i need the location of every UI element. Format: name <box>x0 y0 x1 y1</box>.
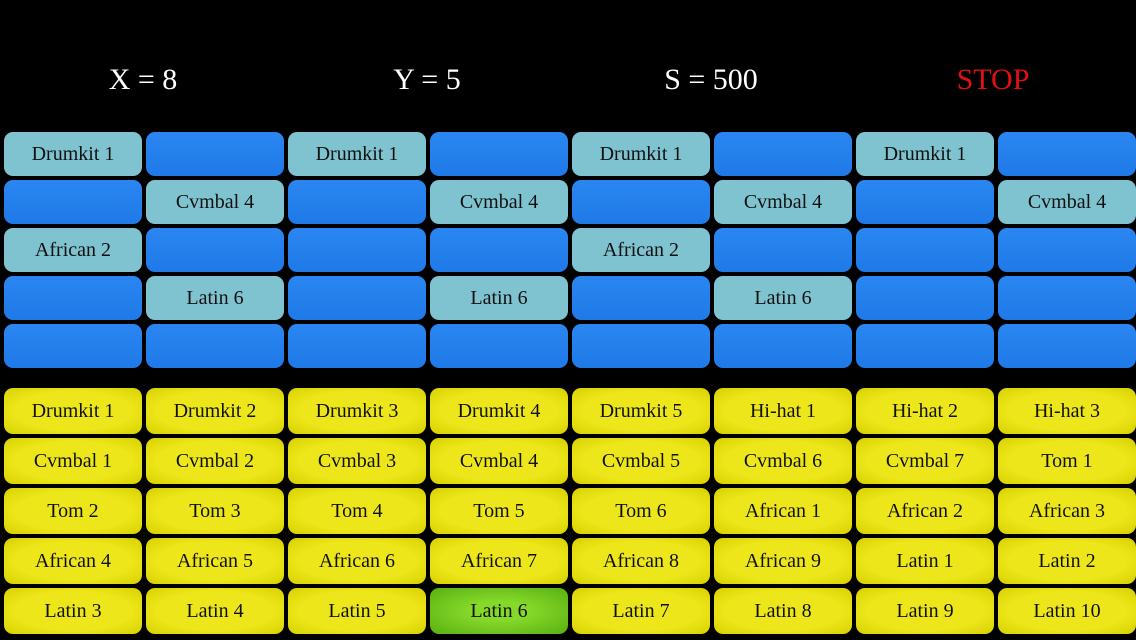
sound-pad[interactable]: African 1 <box>714 488 852 534</box>
y-value-label: Y = 5 <box>393 63 461 96</box>
sequencer-cell[interactable] <box>714 132 852 176</box>
sequencer-cell[interactable]: Drumkit 1 <box>572 132 710 176</box>
sound-pad[interactable]: Latin 9 <box>856 588 994 634</box>
sound-pad[interactable]: Latin 2 <box>998 538 1136 584</box>
sound-pad[interactable]: Cvmbal 1 <box>4 438 142 484</box>
sequencer-cell[interactable]: Cvmbal 4 <box>146 180 284 224</box>
sequencer-cell[interactable] <box>4 324 142 368</box>
sound-pad[interactable]: African 4 <box>4 538 142 584</box>
sound-pad[interactable]: African 6 <box>288 538 426 584</box>
sound-pad[interactable]: Latin 8 <box>714 588 852 634</box>
sequencer-cell[interactable] <box>146 132 284 176</box>
sequencer-cell[interactable]: Latin 6 <box>430 276 568 320</box>
sequencer-cell[interactable] <box>288 324 426 368</box>
sequencer-cell[interactable]: Latin 6 <box>146 276 284 320</box>
sound-pad[interactable]: Drumkit 3 <box>288 388 426 434</box>
sound-pad[interactable]: Tom 6 <box>572 488 710 534</box>
sequencer-cell[interactable] <box>714 228 852 272</box>
sound-pad[interactable]: Cvmbal 3 <box>288 438 426 484</box>
sequencer-cell[interactable] <box>146 228 284 272</box>
sequencer-cell[interactable] <box>714 324 852 368</box>
stop-button[interactable]: STOP <box>956 63 1030 96</box>
sound-pad[interactable]: Hi-hat 1 <box>714 388 852 434</box>
sound-pad[interactable]: African 9 <box>714 538 852 584</box>
sound-pad[interactable]: Drumkit 1 <box>4 388 142 434</box>
sound-pad[interactable]: African 3 <box>998 488 1136 534</box>
sequencer-cell[interactable] <box>998 228 1136 272</box>
sound-pad[interactable]: Latin 3 <box>4 588 142 634</box>
sequencer-cell[interactable]: Cvmbal 4 <box>430 180 568 224</box>
sequencer-cell[interactable] <box>288 228 426 272</box>
sound-pad[interactable]: Hi-hat 3 <box>998 388 1136 434</box>
sequencer-cell[interactable] <box>4 180 142 224</box>
sequencer-cell[interactable] <box>856 276 994 320</box>
sound-pad[interactable]: African 2 <box>856 488 994 534</box>
sound-pad[interactable]: Tom 4 <box>288 488 426 534</box>
sound-pad[interactable]: Cvmbal 7 <box>856 438 994 484</box>
sequencer-cell[interactable] <box>572 276 710 320</box>
sound-pad[interactable]: Latin 7 <box>572 588 710 634</box>
sound-pad[interactable]: Latin 5 <box>288 588 426 634</box>
sound-pad[interactable]: Drumkit 4 <box>430 388 568 434</box>
sequencer-cell[interactable] <box>146 324 284 368</box>
sequencer-cell[interactable]: Cvmbal 4 <box>998 180 1136 224</box>
sound-pad[interactable]: Cvmbal 2 <box>146 438 284 484</box>
sequencer-cell[interactable]: Drumkit 1 <box>856 132 994 176</box>
sound-pad[interactable]: Cvmbal 6 <box>714 438 852 484</box>
sequencer-cell[interactable] <box>998 324 1136 368</box>
x-value-label: X = 8 <box>108 63 178 96</box>
sound-pad[interactable]: Latin 1 <box>856 538 994 584</box>
sound-pad[interactable]: Hi-hat 2 <box>856 388 994 434</box>
sound-pad[interactable]: Cvmbal 5 <box>572 438 710 484</box>
sequencer-cell[interactable]: Cvmbal 4 <box>714 180 852 224</box>
sound-pad[interactable]: Drumkit 5 <box>572 388 710 434</box>
sound-pad[interactable]: Tom 5 <box>430 488 568 534</box>
sequencer-cell[interactable] <box>998 132 1136 176</box>
sequencer-cell[interactable] <box>998 276 1136 320</box>
sequencer-cell[interactable]: African 2 <box>572 228 710 272</box>
sequencer-cell[interactable] <box>856 228 994 272</box>
sound-pad[interactable]: African 5 <box>146 538 284 584</box>
sequencer-cell[interactable] <box>288 180 426 224</box>
sequencer-cell[interactable]: Drumkit 1 <box>288 132 426 176</box>
sound-pad[interactable]: Latin 10 <box>998 588 1136 634</box>
sound-pad[interactable]: African 7 <box>430 538 568 584</box>
sequencer-cell[interactable]: Latin 6 <box>714 276 852 320</box>
sound-pad[interactable]: Cvmbal 4 <box>430 438 568 484</box>
sound-pad[interactable]: Latin 6 <box>430 588 568 634</box>
sequencer-cell[interactable] <box>430 324 568 368</box>
sound-pad[interactable]: Tom 1 <box>998 438 1136 484</box>
sound-pad[interactable]: Latin 4 <box>146 588 284 634</box>
sequencer-cell[interactable] <box>430 132 568 176</box>
sequencer-cell[interactable]: Drumkit 1 <box>4 132 142 176</box>
sequencer-cell[interactable] <box>572 324 710 368</box>
sequencer-cell[interactable] <box>430 228 568 272</box>
sequencer-cell[interactable] <box>572 180 710 224</box>
sequencer-cell[interactable] <box>856 324 994 368</box>
sound-pad[interactable]: African 8 <box>572 538 710 584</box>
speed-value-label: S = 500 <box>664 63 758 96</box>
sequencer-cell[interactable] <box>4 276 142 320</box>
sequencer-cell[interactable] <box>288 276 426 320</box>
sound-pad[interactable]: Tom 2 <box>4 488 142 534</box>
sequencer-cell[interactable] <box>856 180 994 224</box>
sound-pad[interactable]: Tom 3 <box>146 488 284 534</box>
sound-pad[interactable]: Drumkit 2 <box>146 388 284 434</box>
sequencer-cell[interactable]: African 2 <box>4 228 142 272</box>
